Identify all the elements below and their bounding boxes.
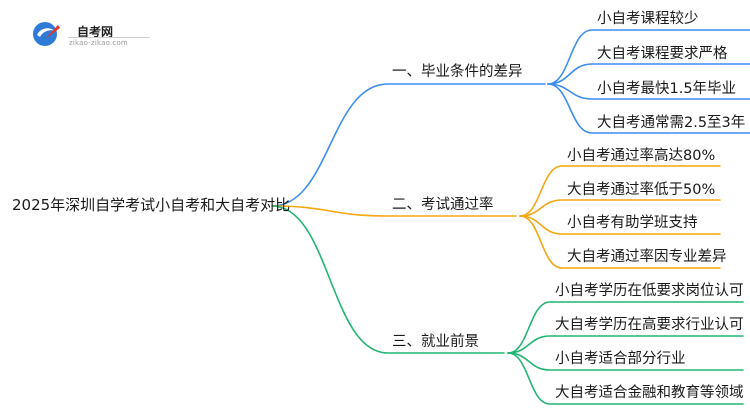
- branch-1-connector: [271, 83, 546, 207]
- logo-url: zikao-zikao.com: [69, 39, 128, 47]
- branch-2-leaf-1-connector: [519, 165, 721, 217]
- branch-1-leaf-3: 小自考最快1.5年毕业: [597, 81, 737, 97]
- mindmap-links: [271, 29, 750, 405]
- branch-1-leaf-2-connector: [547, 63, 750, 85]
- branch-2-leaf-4: 大自考通过率因专业差异: [567, 249, 727, 265]
- branch-3-leaf-2-connector: [507, 335, 744, 354]
- branch-2-leaf-1: 小自考通过率高达80%: [567, 148, 716, 164]
- branch-1-label: 一、毕业条件的差异: [392, 64, 523, 80]
- logo-mark-icon: [33, 22, 60, 46]
- root-topic: 2025年深圳自学考试小自考和大自考对比: [12, 196, 291, 214]
- branch-2-leaf-4-connector: [519, 215, 721, 269]
- branch-3-leaf-3: 小自考适合部分行业: [555, 351, 686, 367]
- branch-3-leaf-2: 大自考学历在高要求行业认可: [555, 317, 744, 333]
- branch-2-leaf-2: 大自考通过率低于50%: [567, 182, 716, 198]
- branch-1-leaf-2: 大自考课程要求严格: [597, 46, 728, 62]
- site-logo: 自考网 zikao-zikao.com: [30, 17, 150, 49]
- branch-3-leaf-4-connector: [507, 352, 744, 405]
- branch-2-connector: [271, 205, 517, 217]
- logo-title: 自考网: [77, 25, 114, 39]
- branch-2-leaf-3: 小自考有助学班支持: [567, 215, 698, 231]
- branch-3-leaf-3-connector: [507, 352, 744, 371]
- branch-3-leaf-1-connector: [507, 301, 744, 354]
- branch-1-leaf-3-connector: [547, 83, 750, 100]
- branch-1-leaf-4-connector: [547, 83, 750, 134]
- branch-3-connector: [271, 205, 505, 354]
- logo-divider: [68, 37, 150, 38]
- branch-3-label: 三、就业前景: [392, 334, 479, 350]
- branch-3-leaf-1: 小自考学历在低要求岗位认可: [555, 283, 744, 299]
- branch-1-leaf-1-connector: [547, 29, 750, 85]
- branch-1-leaf-1: 小自考课程较少: [597, 11, 699, 27]
- branch-1-leaf-4: 大自考通常需2.5至3年: [597, 115, 746, 131]
- branch-2-leaf-2-connector: [519, 199, 721, 217]
- branch-2-label: 二、考试通过率: [392, 197, 494, 213]
- branch-3-leaf-4: 大自考适合金融和教育等领域: [555, 385, 744, 401]
